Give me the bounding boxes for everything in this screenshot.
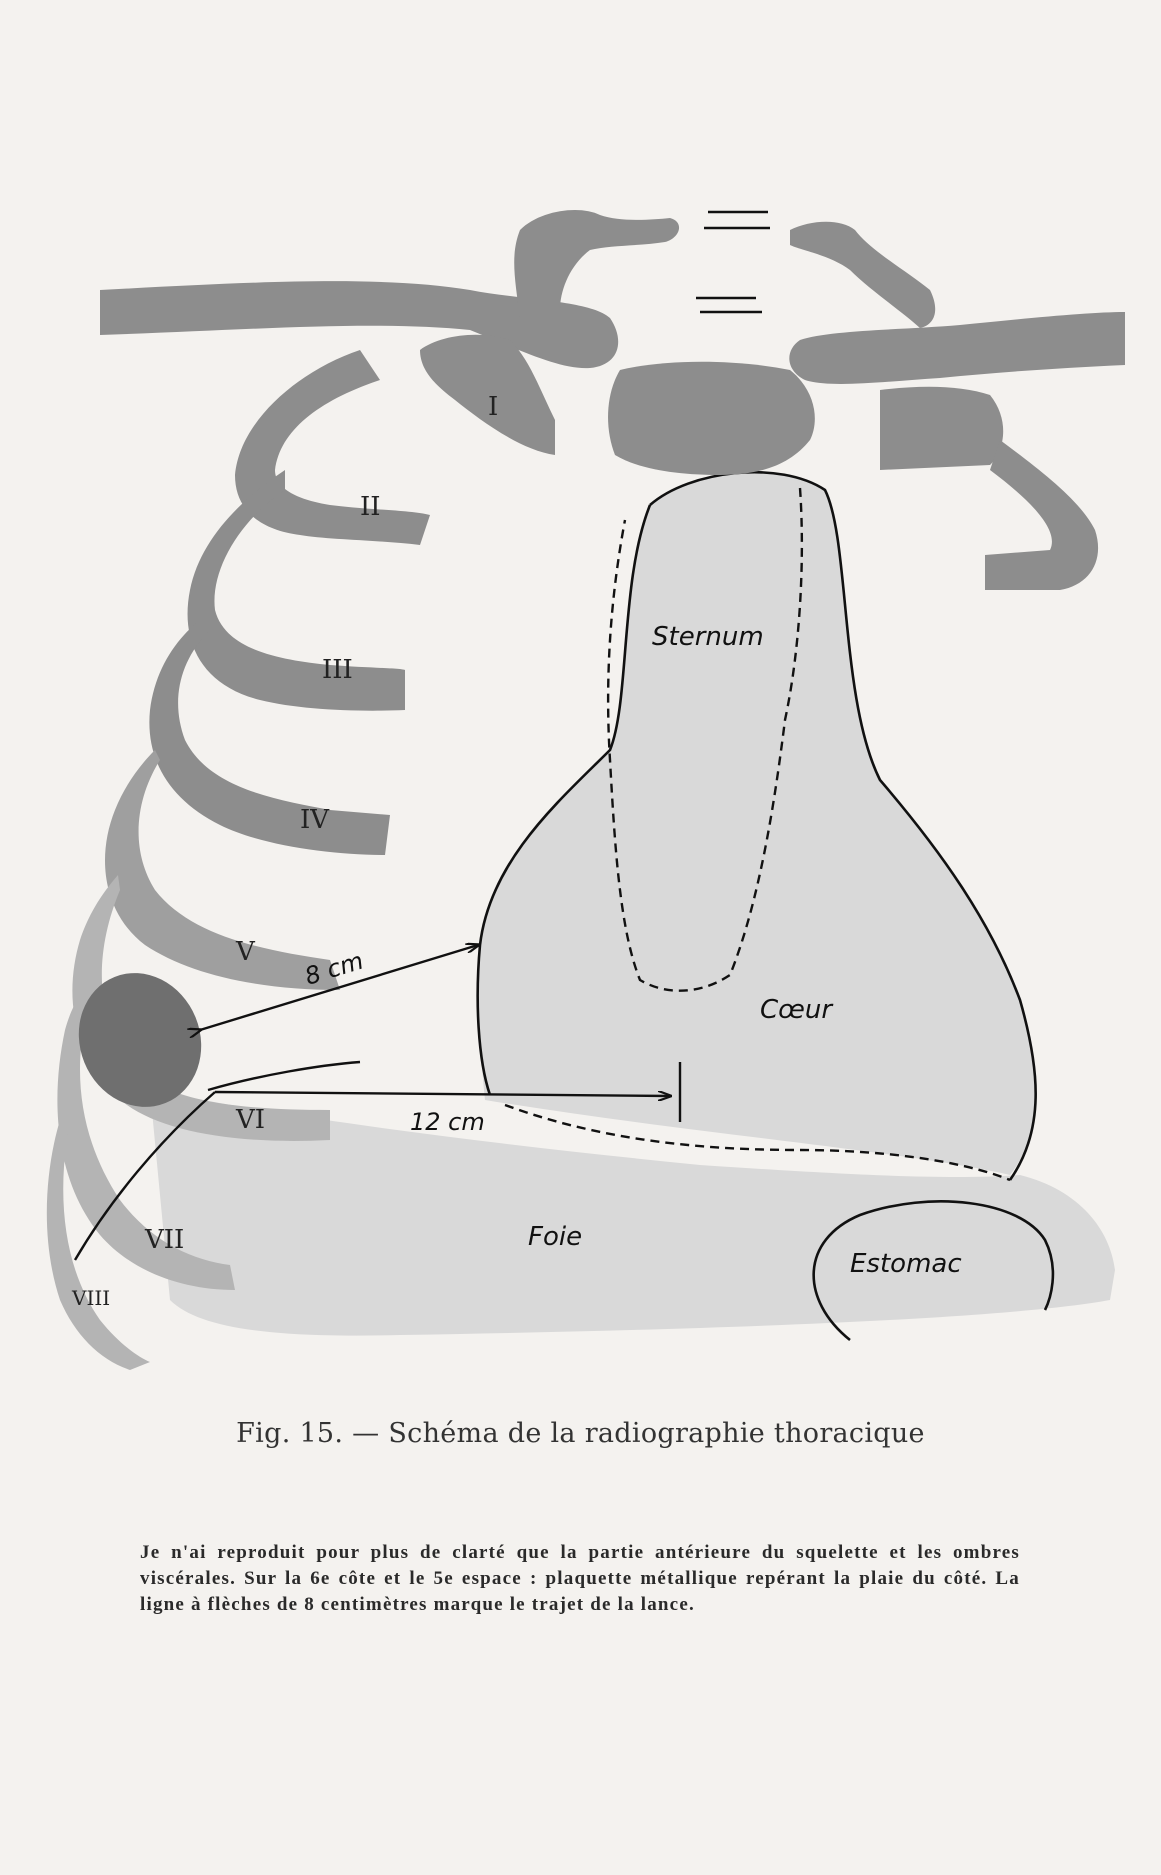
heart-label: Cœur (760, 995, 834, 1025)
rib-label-III: III (322, 655, 353, 685)
cartilage-mark (696, 212, 770, 312)
right-first-rib-upper (790, 222, 935, 328)
right-second-rib (985, 440, 1098, 590)
thorax-diagram: I II III IV V VI VII VIII Sternum Cœur F… (0, 0, 1161, 1400)
rib-II (235, 350, 430, 545)
measure-12cm-label: 12 cm (410, 1108, 485, 1136)
rib-label-VIII: VIII (71, 1286, 110, 1310)
rib-label-I: I (488, 392, 498, 422)
rib-label-V: V (235, 937, 256, 967)
lance-line-1 (208, 1062, 360, 1090)
figure-caption: Fig. 15. — Schéma de la radiographie tho… (0, 1418, 1161, 1449)
right-first-rib (880, 387, 1003, 470)
left-first-rib-upper (514, 210, 679, 318)
liver-label: Foie (528, 1222, 582, 1252)
rib-label-II: II (360, 492, 381, 522)
sternum-label: Sternum (652, 622, 764, 652)
manubrium (608, 362, 815, 475)
rib-label-VI: VI (235, 1105, 265, 1135)
rib-label-IV: IV (300, 805, 330, 835)
stomach-label: Estomac (850, 1249, 962, 1279)
right-clavicle (789, 312, 1125, 384)
rib-label-VII: VII (144, 1225, 184, 1255)
figure-note: Je n'ai reproduit pour plus de clarté qu… (140, 1540, 1020, 1618)
heart-shadow (479, 472, 1036, 1175)
